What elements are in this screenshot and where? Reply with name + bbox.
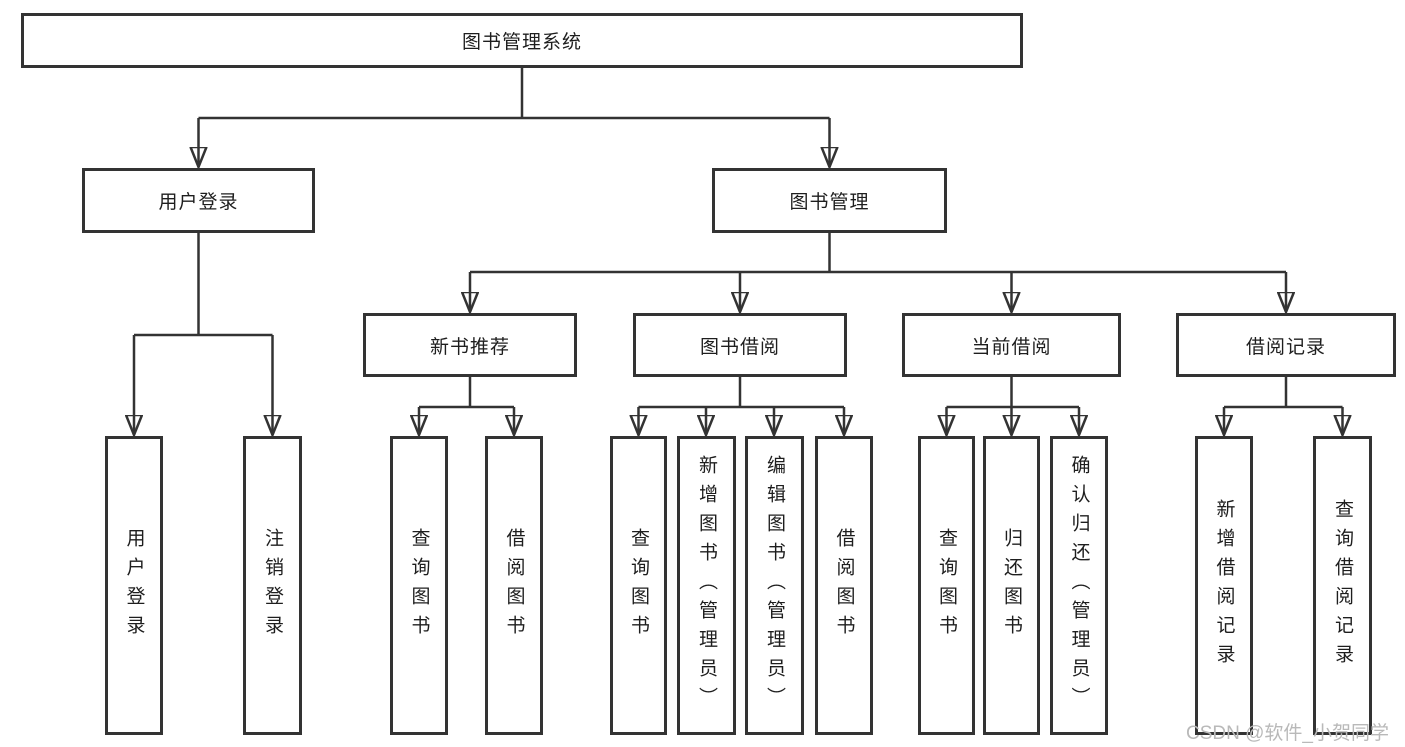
connector-new-book-recommend-children [419, 377, 514, 435]
leaf-borrowing-borrow-books: 借阅图书 [815, 436, 873, 735]
leaf-current-confirm-return-admin: 确认归还（管理员） [1050, 436, 1108, 735]
leaf-recommend-borrow-books: 借阅图书 [485, 436, 543, 735]
leaf-logout: 注销登录 [243, 436, 302, 735]
connector-book-borrowing-children [639, 377, 845, 435]
leaf-borrowing-add-books-admin: 新增图书（管理员） [677, 436, 736, 735]
node-new-book-recommend: 新书推荐 [363, 313, 577, 377]
connector-current-borrowing-children [947, 377, 1080, 435]
node-borrowing-records: 借阅记录 [1176, 313, 1396, 377]
connector-root-to-level1 [199, 68, 830, 167]
node-root: 图书管理系统 [21, 13, 1023, 68]
leaf-current-query-books: 查询图书 [918, 436, 975, 735]
leaf-borrowing-query-books: 查询图书 [610, 436, 667, 735]
connector-borrowing-records-children [1224, 377, 1343, 435]
connector-user-login-children [134, 233, 273, 435]
node-book-management: 图书管理 [712, 168, 947, 233]
leaf-current-return-books: 归还图书 [983, 436, 1040, 735]
node-current-borrowing: 当前借阅 [902, 313, 1121, 377]
leaf-records-add-record: 新增借阅记录 [1195, 436, 1253, 735]
connector-book-management-children [470, 233, 1286, 312]
node-user-login: 用户登录 [82, 168, 315, 233]
leaf-recommend-query-books: 查询图书 [390, 436, 448, 735]
leaf-borrowing-edit-books-admin: 编辑图书（管理员） [745, 436, 804, 735]
node-book-borrowing: 图书借阅 [633, 313, 847, 377]
leaf-records-query-record: 查询借阅记录 [1313, 436, 1372, 735]
watermark: CSDN @软件_小贺同学 [1186, 723, 1389, 744]
leaf-user-login: 用户登录 [105, 436, 163, 735]
